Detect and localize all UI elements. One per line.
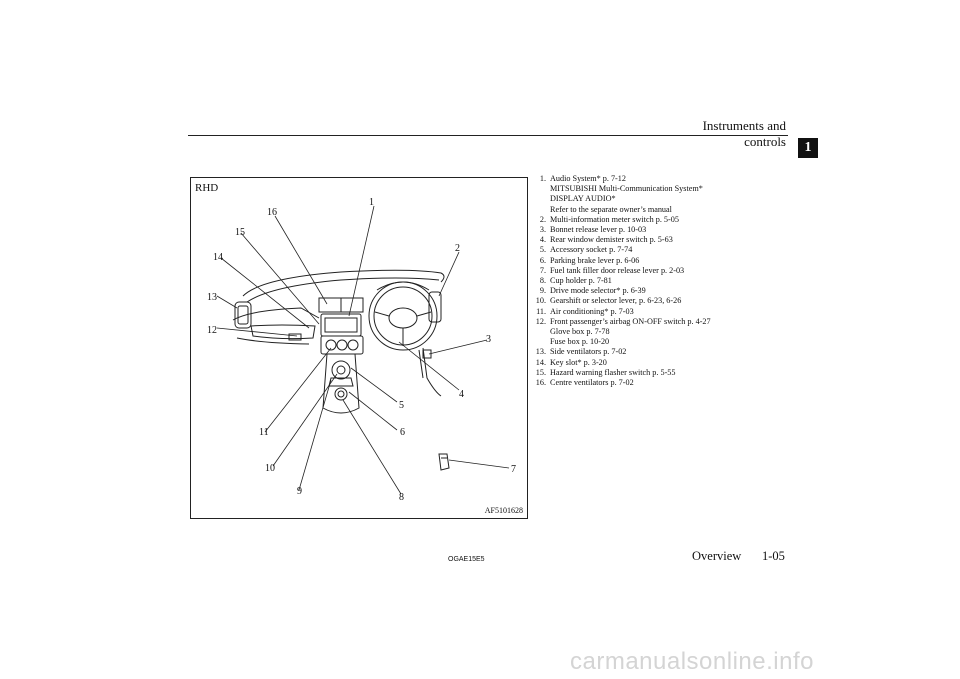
legend-num: 14. — [535, 357, 546, 367]
legend-text: Glove box p. 7-78 — [550, 327, 610, 337]
legend-text: Refer to the separate owner’s manual — [550, 204, 672, 214]
legend-item: 12. Front passenger’s airbag ON-OFF switc… — [530, 317, 770, 348]
chapter-tab: 1 — [798, 138, 818, 158]
legend-item: 15. Hazard warning flasher switch p. 5-55 — [530, 368, 770, 378]
legend-text: Hazard warning flasher switch p. 5-55 — [550, 367, 676, 377]
legend-num: 16. — [535, 378, 546, 388]
legend-num: 5. — [539, 245, 546, 255]
callout-3: 3 — [486, 334, 491, 345]
legend-item: 8. Cup holder p. 7-81 — [530, 276, 770, 286]
legend-text: Gearshift or selector lever, p. 6-23, 6-… — [550, 296, 682, 306]
legend-num: 3. — [539, 225, 546, 235]
legend-num: 8. — [539, 276, 546, 286]
legend-num: 6. — [539, 255, 546, 265]
legend-item: 2. Multi-information meter switch p. 5-05 — [530, 215, 770, 225]
callout-8: 8 — [399, 492, 404, 503]
callout-7: 7 — [511, 464, 516, 475]
figure-label: RHD — [195, 182, 219, 194]
legend-text: DISPLAY AUDIO* — [550, 194, 616, 204]
legend-num: 12. — [535, 316, 546, 326]
callout-6: 6 — [400, 427, 405, 438]
legend-num: 1. — [539, 174, 546, 183]
callout-11: 11 — [259, 427, 269, 438]
legend-text: Side ventilators p. 7-02 — [550, 347, 627, 357]
legend-item: 9. Drive mode selector* p. 6-39 — [530, 286, 770, 296]
legend-text: Parking brake lever p. 6-06 — [550, 255, 640, 265]
callout-13: 13 — [207, 292, 217, 303]
legend-item: 16. Centre ventilators p. 7-02 — [530, 378, 770, 388]
legend-text: Drive mode selector* p. 6-39 — [550, 286, 646, 296]
legend-num: 7. — [539, 265, 546, 275]
legend-text: Centre ventilators p. 7-02 — [550, 378, 634, 388]
legend-text: Cup holder p. 7-81 — [550, 276, 612, 286]
legend-item: 5. Accessory socket p. 7-74 — [530, 245, 770, 255]
callout-16: 16 — [267, 207, 277, 218]
figure-code: AF5101628 — [484, 506, 523, 515]
legend-num: 9. — [539, 286, 546, 296]
callout-15: 15 — [235, 227, 245, 238]
legend-item: 14. Key slot* p. 3-20 — [530, 358, 770, 368]
legend-num: 15. — [535, 367, 546, 377]
legend-item: 7. Fuel tank filler door release lever p.… — [530, 266, 770, 276]
legend-text: Rear window demister switch p. 5-63 — [550, 235, 673, 245]
callout-1: 1 — [369, 197, 374, 208]
legend-item: 3. Bonnet release lever p. 10-03 — [530, 225, 770, 235]
header-title: Instruments and controls — [702, 118, 786, 149]
callout-9: 9 — [297, 486, 302, 497]
callout-12: 12 — [207, 325, 217, 336]
legend-item: 11. Air conditioning* p. 7-03 — [530, 307, 770, 317]
legend-text: Bonnet release lever p. 10-03 — [550, 225, 647, 235]
legend-item: 10. Gearshift or selector lever, p. 6-23,… — [530, 296, 770, 306]
header-rule — [188, 135, 788, 136]
legend-text: Multi-information meter switch p. 5-05 — [550, 214, 679, 224]
legend-num: 11. — [536, 306, 546, 316]
legend-text: Fuel tank filler door release lever p. 2… — [550, 265, 685, 275]
callout-5: 5 — [399, 400, 404, 411]
callout-4: 4 — [459, 389, 464, 400]
legend-text: Accessory socket p. 7-74 — [550, 245, 633, 255]
legend-num: 2. — [539, 214, 546, 224]
page-number: 1-05 — [762, 549, 785, 563]
watermark[interactable]: carmanualsonline.info — [570, 648, 814, 675]
legend-text: MITSUBISHI Multi-Communication System* — [550, 184, 703, 194]
dashboard-figure: 1 2 3 4 5 6 7 8 9 10 11 12 13 14 15 16 R… — [190, 177, 528, 519]
legend-text: Key slot* p. 3-20 — [550, 357, 607, 367]
callout-14: 14 — [213, 252, 223, 263]
legend-text: Air conditioning* p. 7-03 — [550, 306, 634, 316]
legend-num: 10. — [535, 296, 546, 306]
callout-2: 2 — [455, 243, 460, 254]
legend-text: Fuse box p. 10-20 — [550, 337, 610, 347]
legend-item: 4. Rear window demister switch p. 5-63 — [530, 235, 770, 245]
legend-item: 13. Side ventilators p. 7-02 — [530, 347, 770, 357]
legend-num: 4. — [539, 235, 546, 245]
callout-10: 10 — [265, 463, 275, 474]
dashboard-illustration: 1 2 3 4 5 6 7 8 9 10 11 12 13 14 15 16 — [207, 197, 516, 503]
legend-num: 13. — [535, 347, 546, 357]
document-code: OGAE15E5 — [448, 556, 485, 563]
footer-section: Overview — [692, 549, 742, 563]
legend-text: Front passenger’s airbag ON-OFF switch p… — [550, 316, 711, 326]
legend-item: 6. Parking brake lever p. 6-06 — [530, 256, 770, 266]
legend-text: Audio System* p. 7-12 — [550, 174, 626, 183]
